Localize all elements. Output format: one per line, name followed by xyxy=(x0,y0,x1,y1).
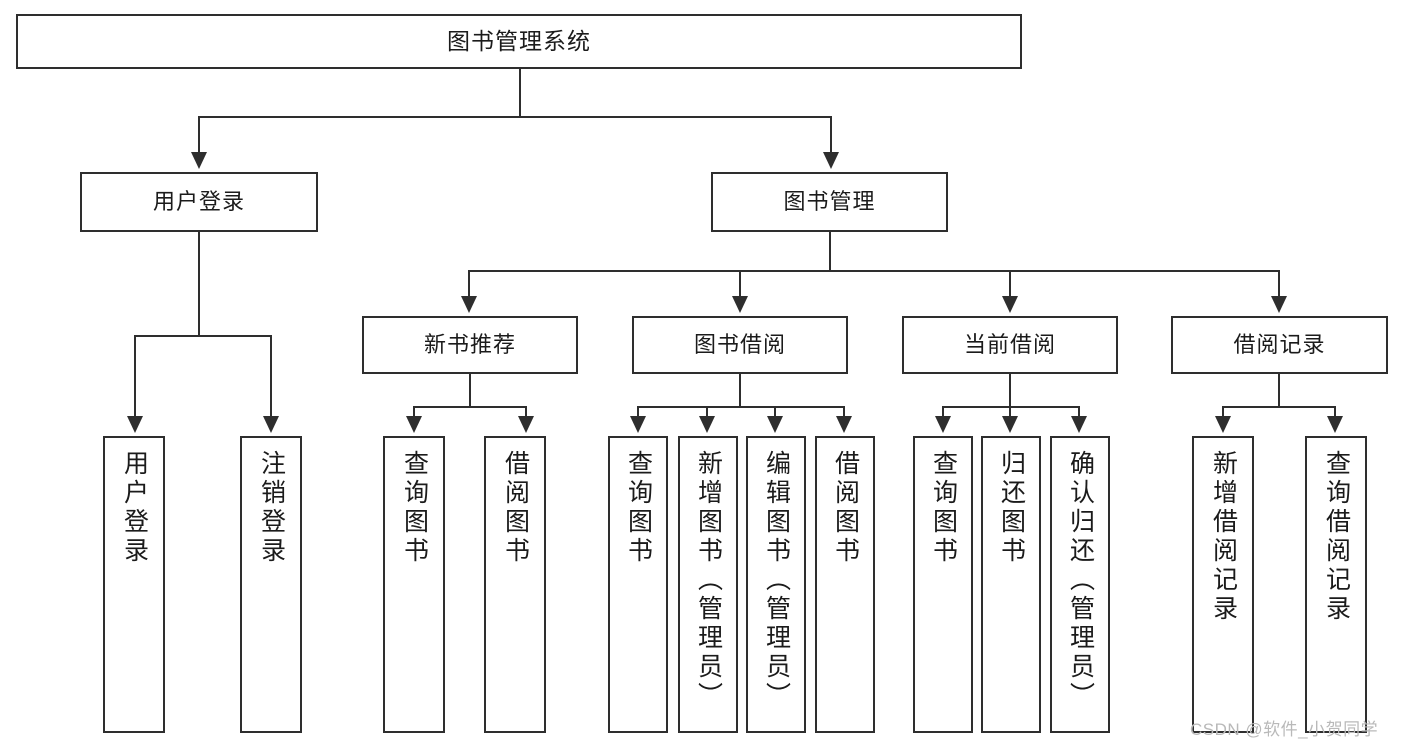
node-current-borrowing[interactable]: 当前借阅 xyxy=(902,316,1118,374)
node-label: 图书管理 xyxy=(783,189,876,215)
arrow-to-book-manage xyxy=(823,152,839,169)
node-label: 新增借阅记录 xyxy=(1209,450,1238,624)
arrow-to-leaf-add-record xyxy=(1215,416,1231,433)
edge-new-book-rec-drop-1 xyxy=(413,406,415,420)
arrow-to-borrow-record xyxy=(1271,296,1287,313)
edge-book-borrow-drop-2 xyxy=(706,406,708,420)
node-label: 图书管理系统 xyxy=(447,27,591,54)
arrow-to-leaf-return-book xyxy=(1002,416,1018,433)
node-label: 新书推荐 xyxy=(423,332,516,358)
node-label: 查询图书 xyxy=(624,450,653,566)
edge-book-manage-bar xyxy=(468,270,1280,272)
edge-user-login-to-leaf-1 xyxy=(134,335,136,420)
node-label: 编辑图书（管理员） xyxy=(762,450,791,711)
arrow-to-book-borrow xyxy=(732,296,748,313)
edge-borrow-record-bar xyxy=(1222,406,1336,408)
node-new-book-recommendation[interactable]: 新书推荐 xyxy=(362,316,578,374)
node-leaf-confirm-return[interactable]: 确认归还（管理员） xyxy=(1050,436,1110,733)
node-leaf-edit-book[interactable]: 编辑图书（管理员） xyxy=(746,436,806,733)
arrow-to-leaf-add-book xyxy=(699,416,715,433)
arrow-to-leaf-query-book-1 xyxy=(406,416,422,433)
node-book-borrowing[interactable]: 图书借阅 xyxy=(632,316,848,374)
edge-book-manage-to-current-borrow xyxy=(1009,270,1011,300)
edge-book-borrow-drop-1 xyxy=(637,406,639,420)
edge-book-manage-to-new-book-rec xyxy=(468,270,470,300)
node-book-management-system[interactable]: 图书管理系统 xyxy=(16,14,1022,69)
node-leaf-query-book-1[interactable]: 查询图书 xyxy=(383,436,445,733)
node-user-login[interactable]: 用户登录 xyxy=(80,172,318,232)
edge-user-login-bar xyxy=(134,335,272,337)
edge-new-book-rec-drop-2 xyxy=(525,406,527,420)
node-leaf-query-record[interactable]: 查询借阅记录 xyxy=(1305,436,1367,733)
arrow-to-leaf-query-book-2 xyxy=(630,416,646,433)
arrow-to-leaf-confirm-return xyxy=(1071,416,1087,433)
node-label: 图书借阅 xyxy=(693,332,786,358)
edge-book-borrow-stem xyxy=(739,374,741,407)
edge-book-borrow-drop-3 xyxy=(774,406,776,420)
csdn-watermark: CSDN @软件_小贺同学 xyxy=(1190,720,1379,739)
node-leaf-borrow-book-1[interactable]: 借阅图书 xyxy=(484,436,546,733)
edge-current-borrow-drop-2 xyxy=(1009,406,1011,420)
edge-root-bar xyxy=(198,116,832,118)
arrow-to-current-borrow xyxy=(1002,296,1018,313)
edge-current-borrow-bar xyxy=(942,406,1080,408)
edge-book-borrow-drop-4 xyxy=(843,406,845,420)
edge-book-manage-stem xyxy=(829,232,831,271)
edge-user-login-stem xyxy=(198,232,200,336)
node-label: 查询图书 xyxy=(400,450,429,566)
node-label: 借阅图书 xyxy=(501,450,530,566)
node-leaf-return-book[interactable]: 归还图书 xyxy=(981,436,1041,733)
node-borrowing-record[interactable]: 借阅记录 xyxy=(1171,316,1388,374)
arrow-to-leaf-edit-book xyxy=(767,416,783,433)
arrow-to-leaf-query-book-3 xyxy=(935,416,951,433)
arrow-to-leaf-user-login xyxy=(127,416,143,433)
arrow-to-user-login xyxy=(191,152,207,169)
arrow-to-leaf-query-record xyxy=(1327,416,1343,433)
edge-book-manage-to-borrow-record xyxy=(1278,270,1280,300)
node-leaf-borrow-book-2[interactable]: 借阅图书 xyxy=(815,436,875,733)
node-label: 查询借阅记录 xyxy=(1322,450,1351,624)
node-label: 归还图书 xyxy=(997,450,1026,566)
node-leaf-query-book-2[interactable]: 查询图书 xyxy=(608,436,668,733)
node-leaf-query-book-3[interactable]: 查询图书 xyxy=(913,436,973,733)
node-leaf-logout[interactable]: 注销登录 xyxy=(240,436,302,733)
node-label: 借阅图书 xyxy=(831,450,860,566)
arrow-to-leaf-borrow-book-1 xyxy=(518,416,534,433)
edge-current-borrow-drop-3 xyxy=(1078,406,1080,420)
edge-new-book-rec-bar xyxy=(413,406,527,408)
edge-root-stem xyxy=(519,69,521,117)
node-leaf-add-book[interactable]: 新增图书（管理员） xyxy=(678,436,738,733)
node-book-management[interactable]: 图书管理 xyxy=(711,172,948,232)
arrow-to-leaf-logout xyxy=(263,416,279,433)
edge-borrow-record-drop-2 xyxy=(1334,406,1336,420)
node-label: 当前借阅 xyxy=(963,332,1056,358)
arrow-to-leaf-borrow-book-2 xyxy=(836,416,852,433)
node-leaf-user-login[interactable]: 用户登录 xyxy=(103,436,165,733)
edge-book-borrow-bar xyxy=(637,406,845,408)
edge-borrow-record-drop-1 xyxy=(1222,406,1224,420)
node-label: 用户登录 xyxy=(120,450,149,566)
edge-current-borrow-stem xyxy=(1009,374,1011,407)
edge-current-borrow-drop-1 xyxy=(942,406,944,420)
edge-root-to-book-manage xyxy=(830,116,832,156)
node-label: 查询图书 xyxy=(929,450,958,566)
node-label: 注销登录 xyxy=(257,450,286,566)
edge-user-login-to-leaf-2 xyxy=(270,335,272,420)
node-leaf-add-record[interactable]: 新增借阅记录 xyxy=(1192,436,1254,733)
edge-new-book-rec-stem xyxy=(469,374,471,407)
node-label: 确认归还（管理员） xyxy=(1066,450,1095,711)
node-label: 用户登录 xyxy=(152,189,245,215)
node-label: 新增图书（管理员） xyxy=(694,450,723,711)
edge-book-manage-to-book-borrow xyxy=(739,270,741,300)
edge-root-to-user-login xyxy=(198,116,200,156)
node-label: 借阅记录 xyxy=(1233,332,1326,358)
edge-borrow-record-stem xyxy=(1278,374,1280,407)
arrow-to-new-book-rec xyxy=(461,296,477,313)
